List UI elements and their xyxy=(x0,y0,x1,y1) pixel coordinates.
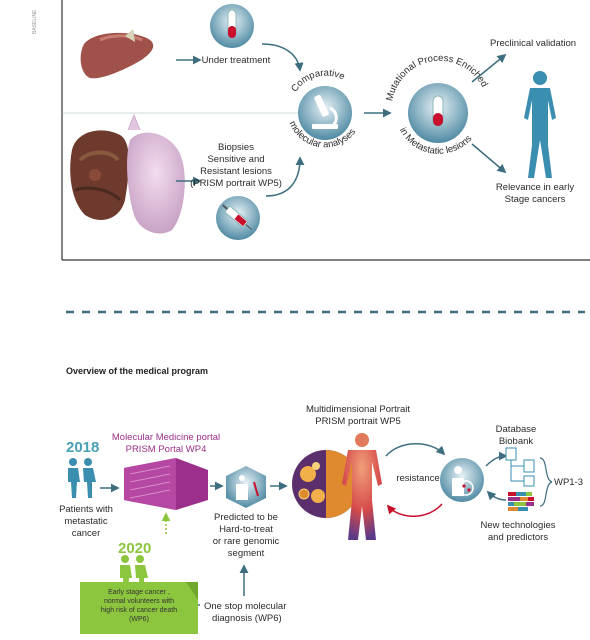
biopsies-line-1: Biopsies xyxy=(218,142,254,153)
microscope-icon xyxy=(298,86,352,140)
side-label: BASELINE xyxy=(32,9,38,34)
portal-building-icon xyxy=(124,458,208,510)
year-2018: 2018 xyxy=(66,439,99,456)
portal-line-2: PRISM Portal WP4 xyxy=(126,444,207,455)
predicted-line-1: Predicted to be xyxy=(214,512,278,523)
resistance-analysis-icon xyxy=(440,458,484,502)
section-title: Overview of the medical program xyxy=(66,366,208,376)
relevance-line-1: Relevance in early xyxy=(496,182,574,193)
early-line-1: Early stage cancer , xyxy=(108,589,170,596)
database-line-1: Database xyxy=(496,424,537,435)
arrow-portrait-resistance xyxy=(385,443,446,457)
onestop-line-1: One stop molecular xyxy=(204,601,286,612)
predicted-hexagon-icon xyxy=(226,466,266,508)
patients-icon xyxy=(68,458,96,498)
arrow-analysis-database xyxy=(485,451,508,467)
portrait-figure xyxy=(342,433,382,540)
multidim-line-2: PRISM portrait WP5 xyxy=(315,416,401,427)
year-2020: 2020 xyxy=(118,540,151,557)
biopsies-line-3: Resistant lesions xyxy=(200,166,272,177)
lungs-image xyxy=(70,113,185,234)
predicted-line-2: Hard-to-treat xyxy=(219,524,273,535)
liver-image xyxy=(80,29,154,79)
portal-line-1: Molecular Medicine portal xyxy=(112,432,220,443)
volunteers-icon xyxy=(120,555,148,592)
under-treatment-label: Under treatment xyxy=(202,55,271,66)
patients-line-1: Patients with xyxy=(59,504,113,515)
preclinical-label: Preclinical validation xyxy=(490,38,576,49)
tech-bars-icon xyxy=(508,492,534,511)
early-line-2: normal volunteers with xyxy=(104,598,174,605)
resistance-label: resistance xyxy=(396,473,439,484)
arrow-preclinical xyxy=(471,53,507,83)
human-figure xyxy=(524,71,556,178)
multidim-line-1: Multidimensional Portrait xyxy=(306,404,410,415)
wp13-label: WP1-3 xyxy=(554,477,583,488)
database-tree-icon xyxy=(505,447,535,487)
test-tube-icon xyxy=(210,4,254,48)
wp-brace xyxy=(539,457,553,507)
predicted-line-4: segment xyxy=(228,548,265,559)
patients-line-3: cancer xyxy=(72,528,101,539)
arrow-relevance xyxy=(471,143,507,174)
patients-line-2: metastatic xyxy=(64,516,108,527)
onestop-line-2: diagnosis (WP6) xyxy=(212,613,282,624)
database-line-2: Biobank xyxy=(499,436,534,447)
newtech-line-1: New technologies xyxy=(481,520,556,531)
mutational-tube-icon xyxy=(408,83,468,143)
early-line-3: high risk of cancer death xyxy=(101,607,177,614)
biopsies-line-4: (PRISM portrait WP5) xyxy=(190,178,282,189)
predicted-line-3: or rare genomic xyxy=(213,536,280,547)
early-line-4: (WP6) xyxy=(129,616,149,623)
newtech-line-2: and predictors xyxy=(488,532,548,543)
biopsies-line-2: Sensitive and xyxy=(207,154,264,165)
relevance-line-2: Stage cancers xyxy=(505,194,566,205)
arrow-to-comparative-top xyxy=(261,43,304,72)
arrow-tech-analysis xyxy=(486,490,507,501)
arrow-resistance-back xyxy=(386,503,443,517)
syringe-icon xyxy=(216,196,260,240)
arrow-to-comparative-bottom xyxy=(265,156,305,197)
early-stage-note xyxy=(80,582,198,634)
